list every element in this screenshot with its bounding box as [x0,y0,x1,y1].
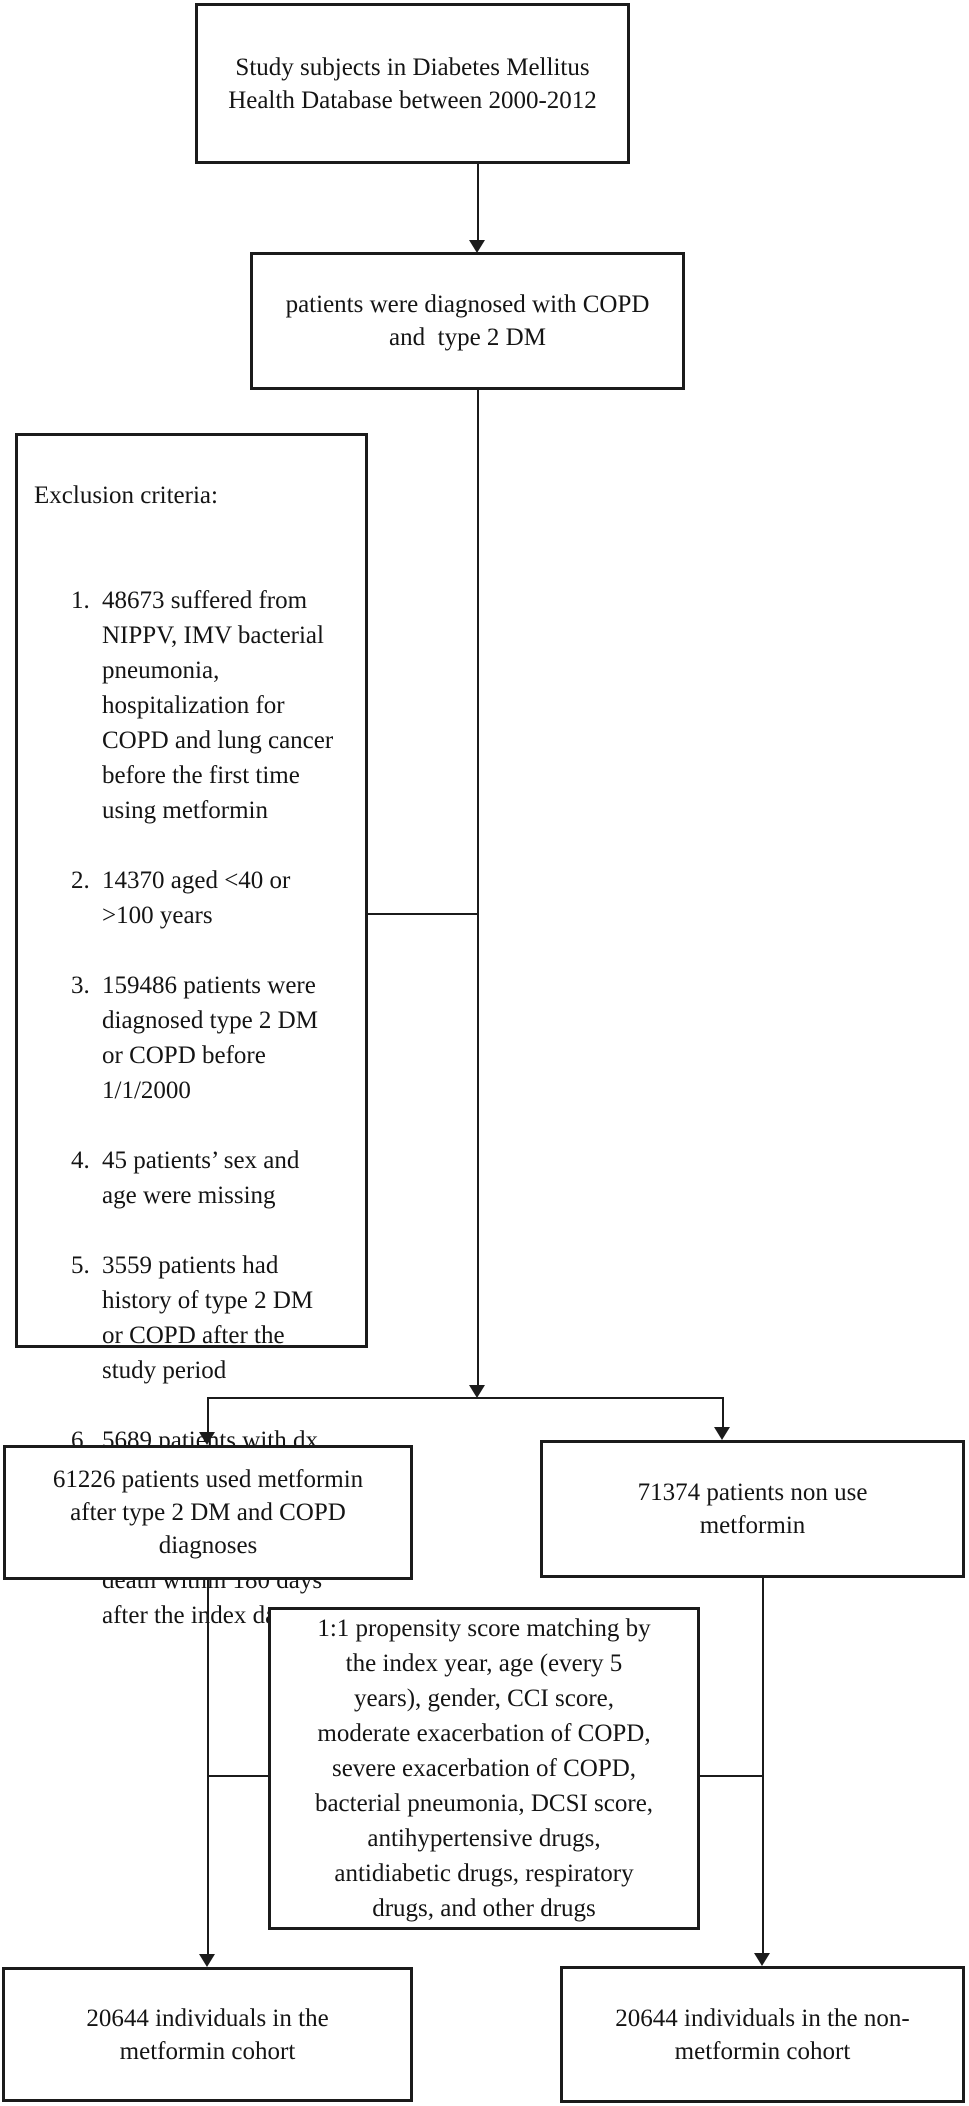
exclusion-item: 3559 patients had history of type 2 DM o… [96,1248,357,1388]
box-propensity-matching: 1:1 propensity score matching by the ind… [268,1607,700,1930]
box-non-metformin-users: 71374 patients non use metformin [540,1440,965,1578]
connector-non-metformin-to-cohort [762,1578,764,1953]
connector-to-exclusion-box [368,913,479,915]
box-diagnosed-copd-dm: patients were diagnosed with COPD and ty… [250,252,685,390]
connector-diagnosed-to-branch [477,390,479,1385]
box-exclusion-criteria: Exclusion criteria: 48673 suffered from … [15,433,368,1629]
stub-matching-left [207,1775,268,1777]
arrowhead-at-branch-icon [469,1385,485,1398]
arrowhead-into-diagnosed-icon [469,240,485,253]
exclusion-item: 45 patients’ sex and age were missing [96,1143,357,1213]
exclusion-item: 159486 patients were diagnosed type 2 DM… [96,968,357,1108]
arrowhead-into-non-metformin-cohort-icon [754,1953,770,1966]
connector-branch-to-non-metformin [722,1399,724,1427]
exclusion-item: 48673 suffered from NIPPV, IMV bacterial… [96,583,357,828]
arrowhead-into-metformin-icon [199,1432,215,1445]
exclusion-heading: Exclusion criteria: [34,482,218,509]
connector-branch-to-metformin [207,1399,209,1432]
connector-metformin-to-cohort [207,1580,209,1954]
box-metformin-users: 61226 patients used metformin after type… [3,1445,413,1580]
arrowhead-into-non-metformin-icon [714,1427,730,1440]
box-non-metformin-cohort: 20644 individuals in the non- metformin … [560,1966,965,2103]
box-metformin-cohort: 20644 individuals in the metformin cohor… [2,1967,413,2102]
connector-study-to-diagnosed [477,164,479,240]
arrowhead-into-metformin-cohort-icon [199,1954,215,1967]
box-study-subjects: Study subjects in Diabetes Mellitus Heal… [195,3,630,164]
exclusion-item: 14370 aged <40 or >100 years [96,863,357,933]
branch-horizontal-line [207,1397,724,1399]
stub-matching-right [700,1775,762,1777]
